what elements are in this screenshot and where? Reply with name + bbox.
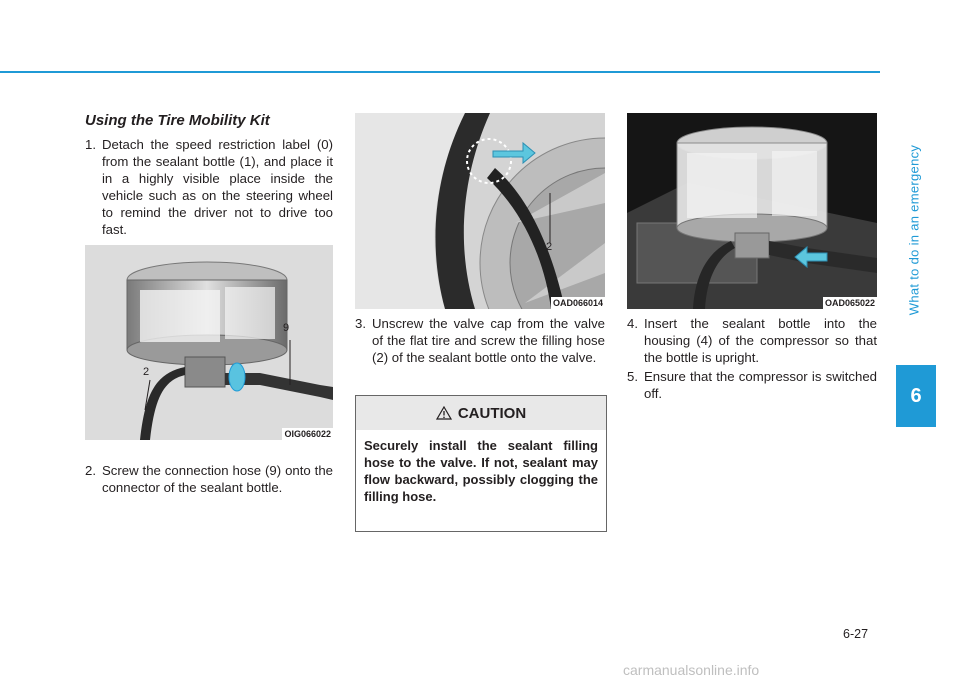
callout-label: 2 [143,366,150,378]
page-number: 6-27 [843,627,869,641]
callout-label: 2 [546,241,553,253]
callout-label: 9 [283,322,290,334]
step-number: 1. [85,137,96,152]
figure-sealant-bottle: 9 2 OIG066022 [85,245,333,440]
caution-title: CAUTION [457,404,527,422]
caution-header: CAUTION [356,396,606,430]
step-2: 2. Screw the connection hose (9) onto th… [85,462,333,496]
chapter-number: 6 [910,384,922,407]
chapter-title: What to do in an emergency [906,144,922,316]
step-number: 4. [627,316,638,331]
caution-box: CAUTION Securely install the sealant fil… [355,395,607,532]
chapter-tab: 6 [896,365,936,427]
sealant-bottle-illustration [85,245,333,440]
step-number: 3. [355,316,366,331]
figure-code: OAD066014 [550,297,605,309]
step-number: 5. [627,369,638,384]
step-text: Screw the connection hose (9) onto the c… [102,463,333,495]
section-title: Using the Tire Mobility Kit [85,112,270,129]
figure-tire-valve: 2 OAD066014 [355,113,605,309]
header-rule [0,71,880,73]
step-4: 4. Insert the sealant bottle into the ho… [627,315,877,366]
watermark: carmanualsonline.info [623,662,760,678]
tire-valve-illustration [355,113,605,309]
warning-triangle-icon [435,406,452,420]
chapter-sidebar-title: What to do in an emergency [906,100,922,360]
step-text: Detach the speed restriction label (0) f… [102,137,333,237]
figure-code: OAD065022 [822,297,877,309]
figure-code: OIG066022 [282,428,333,440]
step-number: 2. [85,463,96,478]
step-text: Insert the sealant bottle into the housi… [644,316,877,365]
compressor-illustration [627,113,877,309]
step-text: Ensure that the compressor is switched o… [644,369,877,401]
step-3: 3. Unscrew the valve cap from the valve … [355,315,605,366]
figure-compressor-housing: OAD065022 [627,113,877,309]
caution-text: Securely install the sealant filling hos… [364,438,598,504]
step-5: 5. Ensure that the compressor is switche… [627,368,877,402]
step-text: Unscrew the valve cap from the valve of … [372,316,605,365]
step-1: 1. Detach the speed restriction label (0… [85,136,333,238]
